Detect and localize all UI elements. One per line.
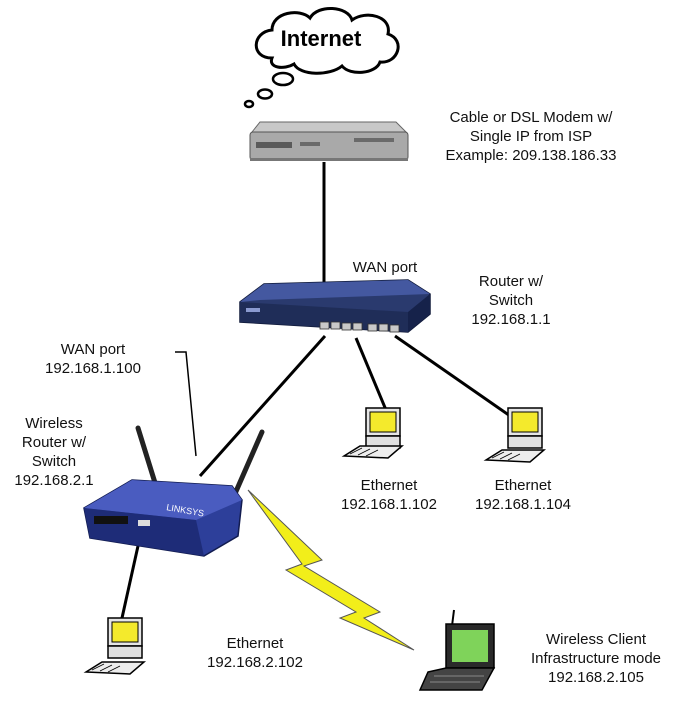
wireless-router-panel <box>94 516 128 524</box>
pc-104-label: Ethernet 192.168.1.104 <box>460 476 586 514</box>
laptop-label-line: Infrastructure mode <box>530 650 662 667</box>
internet-cloud <box>243 7 400 109</box>
router-label: Router w/ Switch 192.168.1.1 <box>456 272 566 329</box>
pc-104-label-line: 192.168.1.104 <box>475 496 571 513</box>
pc-102-label-line: 192.168.1.102 <box>341 496 437 513</box>
laptop-label: Wireless Client Infrastructure mode 192.… <box>506 630 686 687</box>
router-wan-port-label: WAN port <box>352 259 418 276</box>
laptop-icon <box>418 609 496 691</box>
wireless-router-icon: LINKSYS <box>83 425 265 557</box>
router-pc-102-link <box>354 337 388 411</box>
wireless-router-label-line: 192.168.2.1 <box>14 472 94 489</box>
router-ports <box>319 321 400 333</box>
pc-2-102-icon <box>83 617 147 675</box>
wireless-router-pc-link <box>120 545 140 619</box>
cloud-shape <box>254 7 400 75</box>
laptop-label-line: 192.168.2.105 <box>548 669 644 686</box>
cloud-bubble-small <box>243 99 255 109</box>
modem-label: Cable or DSL Modem w/ Single IP from ISP… <box>418 108 644 165</box>
wireless-signal-lightning <box>247 489 415 651</box>
modem-label-line: Example: 209.138.186.33 <box>445 147 617 164</box>
pc-102-icon <box>341 407 405 459</box>
antenna-left <box>135 425 159 489</box>
pc-2-102-label-line: 192.168.2.102 <box>207 654 303 671</box>
pc-2-102-label-line: Ethernet <box>226 635 284 652</box>
router-wireless-router-link <box>198 335 327 477</box>
wireless-wan-label-line: 192.168.1.100 <box>45 360 141 377</box>
pc-102-label-line: Ethernet <box>360 477 418 494</box>
wireless-router-label-line: Wireless <box>25 415 83 432</box>
laptop-label-line: Wireless Client <box>545 631 647 648</box>
pc-102-label: Ethernet 192.168.1.102 <box>326 476 452 514</box>
modem-label-line: Single IP from ISP <box>469 128 593 145</box>
wireless-router-label-line: Switch <box>31 453 77 470</box>
router-pc-104-link <box>394 334 517 422</box>
pc-104-icon <box>483 407 547 463</box>
router-label-line: Router w/ <box>478 273 544 290</box>
internet-label: Internet <box>280 26 362 51</box>
antenna-right <box>231 429 265 499</box>
cloud-bubble-large <box>271 71 295 87</box>
router-icon <box>239 279 431 333</box>
wan-port-leader-line <box>175 351 197 457</box>
pc-2-102-label: Ethernet 192.168.2.102 <box>190 634 320 672</box>
wireless-router-label-line: Router w/ <box>21 434 87 451</box>
pc-104-label-line: Ethernet <box>494 477 552 494</box>
modem-label-line: Cable or DSL Modem w/ <box>449 109 613 126</box>
connection-lines <box>120 162 517 619</box>
wireless-wan-label-line: WAN port <box>60 341 126 358</box>
wireless-wan-port-label: WAN port 192.168.1.100 <box>28 340 158 378</box>
router-label-line: 192.168.1.1 <box>471 311 551 328</box>
modem-icon <box>249 121 409 161</box>
cloud-bubble-medium <box>256 88 274 100</box>
router-label-line: Switch <box>488 292 534 309</box>
wireless-router-label: Wireless Router w/ Switch 192.168.2.1 <box>6 414 102 490</box>
